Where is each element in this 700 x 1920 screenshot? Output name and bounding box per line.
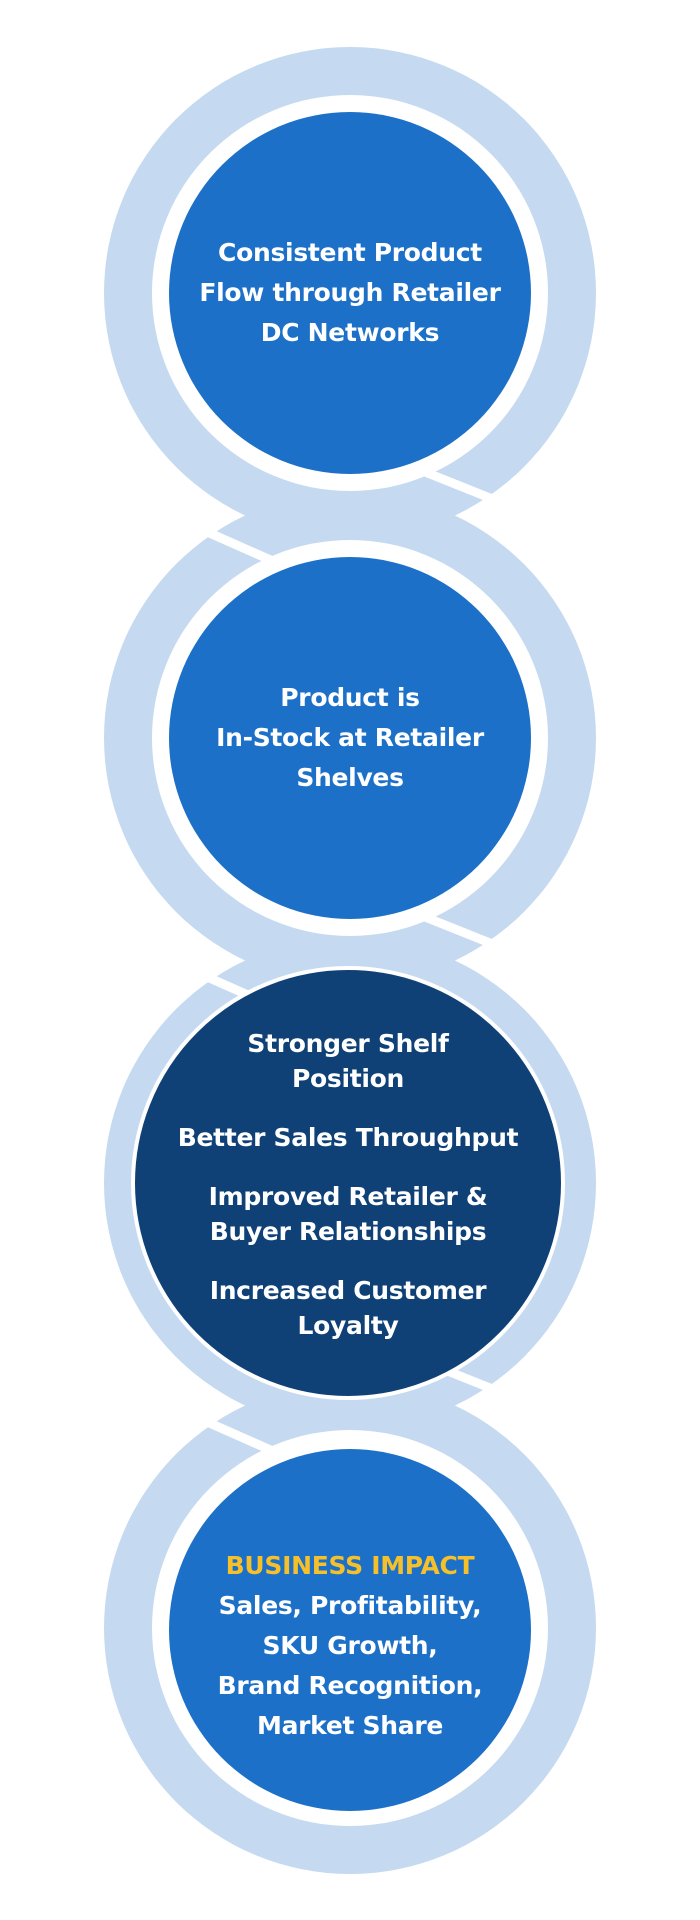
impact-line: Brand Recognition, [217,1671,483,1700]
impact-line: Market Share [257,1711,443,1740]
step-2-line: Shelves [296,763,404,792]
impact-line: Sales, Profitability, [218,1591,482,1620]
step-2-text: Product is In-Stock at Retailer Shelves [150,678,550,798]
ring-cut [203,1416,277,1457]
step-1-line: Flow through Retailer [199,278,501,307]
ring-cut [423,467,497,505]
benefit-item: Better Sales Throughput [177,1123,519,1152]
step-circle-3 [131,966,565,1400]
step-2-line: In-Stock at Retailer [216,723,484,752]
step-circle-4 [169,1449,531,1811]
step-circle-2 [169,557,531,919]
step-2-line: Product is [280,683,420,712]
benefit-item: Increased Customer Loyalty [209,1276,487,1340]
step-3-text: Stronger Shelf Position Better Sales Thr… [168,1026,528,1343]
step-1-line: Consistent Product [218,238,482,267]
benefit-item: Stronger Shelf Position [247,1029,449,1093]
ring-cut [203,526,277,567]
step-1-line: DC Networks [260,318,440,347]
benefit-item: Improved Retailer & Buyer Relationships [208,1182,488,1246]
ring-cut [423,912,497,950]
step-circle-1 [169,112,531,474]
business-impact-heading: BUSINESS IMPACT [225,1551,475,1580]
step-1-text: Consistent Product Flow through Retailer… [150,233,550,353]
impact-line: SKU Growth, [262,1631,438,1660]
step-4-text: BUSINESS IMPACT Sales, Profitability, SK… [150,1546,550,1746]
